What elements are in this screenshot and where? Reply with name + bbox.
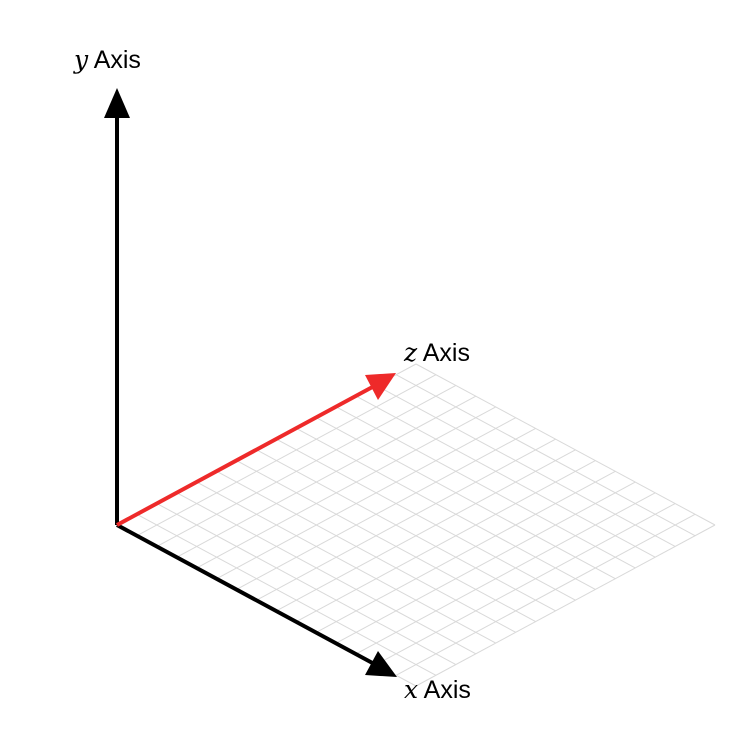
x-axis-label: x Axis xyxy=(404,675,471,704)
z-axis-arrowhead xyxy=(365,373,396,400)
grid-line-z xyxy=(336,481,636,644)
grid-line-z xyxy=(156,385,457,547)
grid-line-z xyxy=(296,460,596,623)
grid-line-z xyxy=(216,417,516,580)
grid-line-x xyxy=(375,385,676,547)
grid-line-z xyxy=(276,449,576,612)
grid-line-x xyxy=(236,460,536,623)
grid-line-z xyxy=(415,524,716,687)
y-axis-label-var: y xyxy=(73,45,89,74)
grid-line-z xyxy=(375,503,676,665)
x-axis-line xyxy=(116,523,379,668)
grid-line-z xyxy=(355,492,656,655)
grid-line-x xyxy=(156,503,457,665)
grid-line-z xyxy=(136,374,437,537)
grid-line-x xyxy=(336,406,636,569)
grid-line-x xyxy=(276,438,576,601)
x-axis-label-var: x xyxy=(404,675,418,704)
grid-line-x xyxy=(415,363,716,526)
grid-line-x xyxy=(136,513,437,676)
grid-line-x xyxy=(355,395,656,558)
grid-line-x xyxy=(296,427,596,590)
y-axis-label-text: Axis xyxy=(88,46,141,74)
z-axis-label-text: Axis xyxy=(417,339,470,367)
grid-line-z xyxy=(176,395,477,558)
grid-line-x xyxy=(256,449,556,612)
y-axis-arrowhead xyxy=(104,88,130,118)
grid-line-z xyxy=(236,427,536,590)
grid-line-z xyxy=(395,513,696,676)
grid-line-x xyxy=(196,481,496,644)
z-axis-label: z Axis xyxy=(403,338,470,367)
z-axis-line xyxy=(116,382,379,527)
grid-line-x xyxy=(216,470,516,633)
x-axis-label-text: Axis xyxy=(418,676,471,704)
floor-grid xyxy=(116,363,716,687)
grid-line-z xyxy=(196,406,496,569)
grid-line-x xyxy=(395,374,696,537)
grid-line-x xyxy=(316,417,616,580)
grid-line-x xyxy=(176,492,477,655)
grid-line-z xyxy=(256,438,556,601)
y-axis-label: y Axis xyxy=(73,45,141,74)
grid-line-z xyxy=(316,470,616,633)
z-axis-label-var: z xyxy=(403,338,418,367)
x-axis-arrowhead xyxy=(365,651,397,677)
